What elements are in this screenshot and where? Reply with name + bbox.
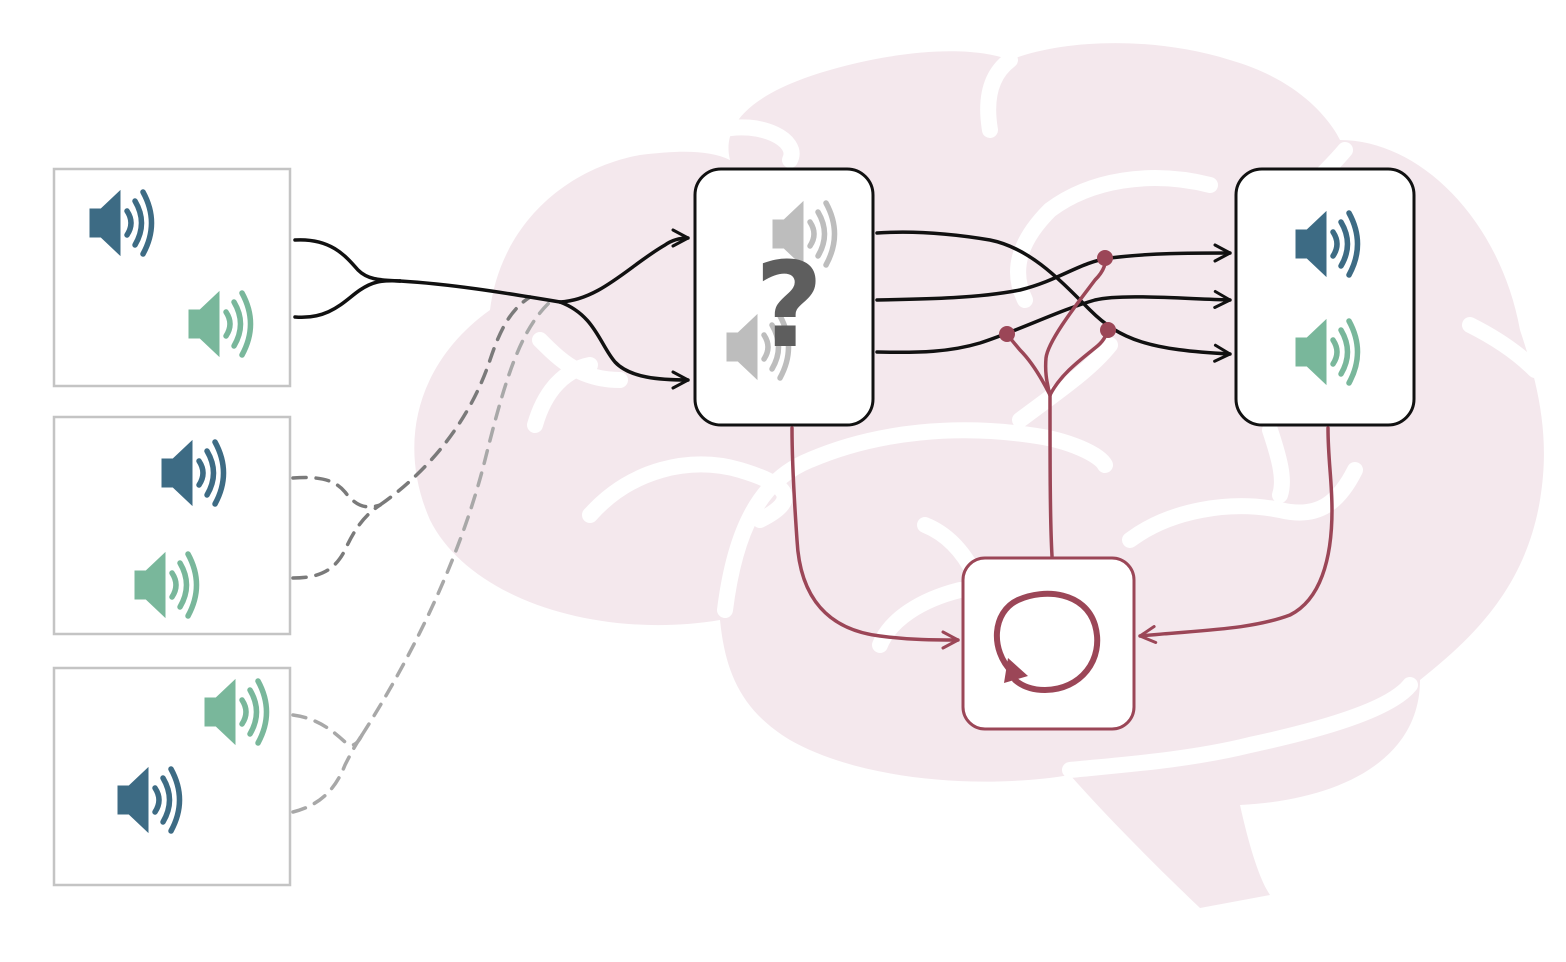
- feedback-wires: [790, 256, 1334, 650]
- question-mark-icon: ?: [755, 236, 823, 374]
- feedback-loop-box: [961, 556, 1136, 731]
- feedback-junctions: [999, 250, 1116, 342]
- routing-wires: [875, 230, 1232, 363]
- refresh-loop-icon: [994, 590, 1101, 694]
- separated-output-box: [1234, 167, 1416, 427]
- input-wires: [293, 228, 690, 390]
- dashed-input-wires: [291, 295, 552, 814]
- input-box-1: [52, 167, 292, 388]
- input-box-2: [52, 415, 292, 636]
